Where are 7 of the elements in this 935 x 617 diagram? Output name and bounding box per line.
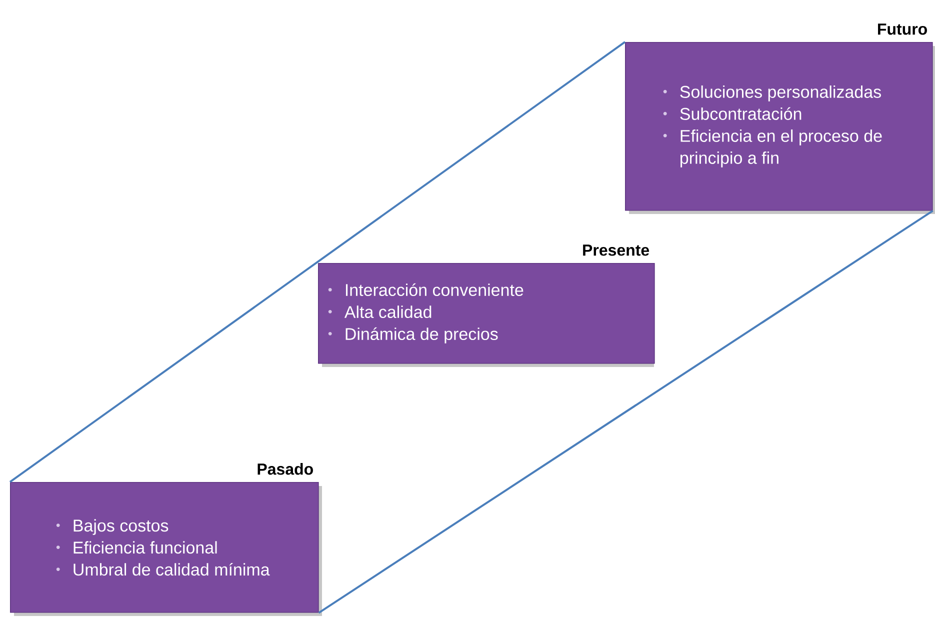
list-box: Interacción conveniente Alta calidad Dinámica de precios [318, 263, 655, 367]
heading: Futuro [878, 24, 927, 35]
list-box: Soluciones personalizadas Subcontratación Eficiencia en el proceso de principio a fin [625, 42, 935, 214]
list-box: Bajos costos Eficiencia funcional Umbral de calidad mínima [10, 482, 322, 616]
heading: Pasado [258, 463, 313, 475]
heading: Presente [583, 244, 650, 256]
connector-line [9, 41, 626, 483]
